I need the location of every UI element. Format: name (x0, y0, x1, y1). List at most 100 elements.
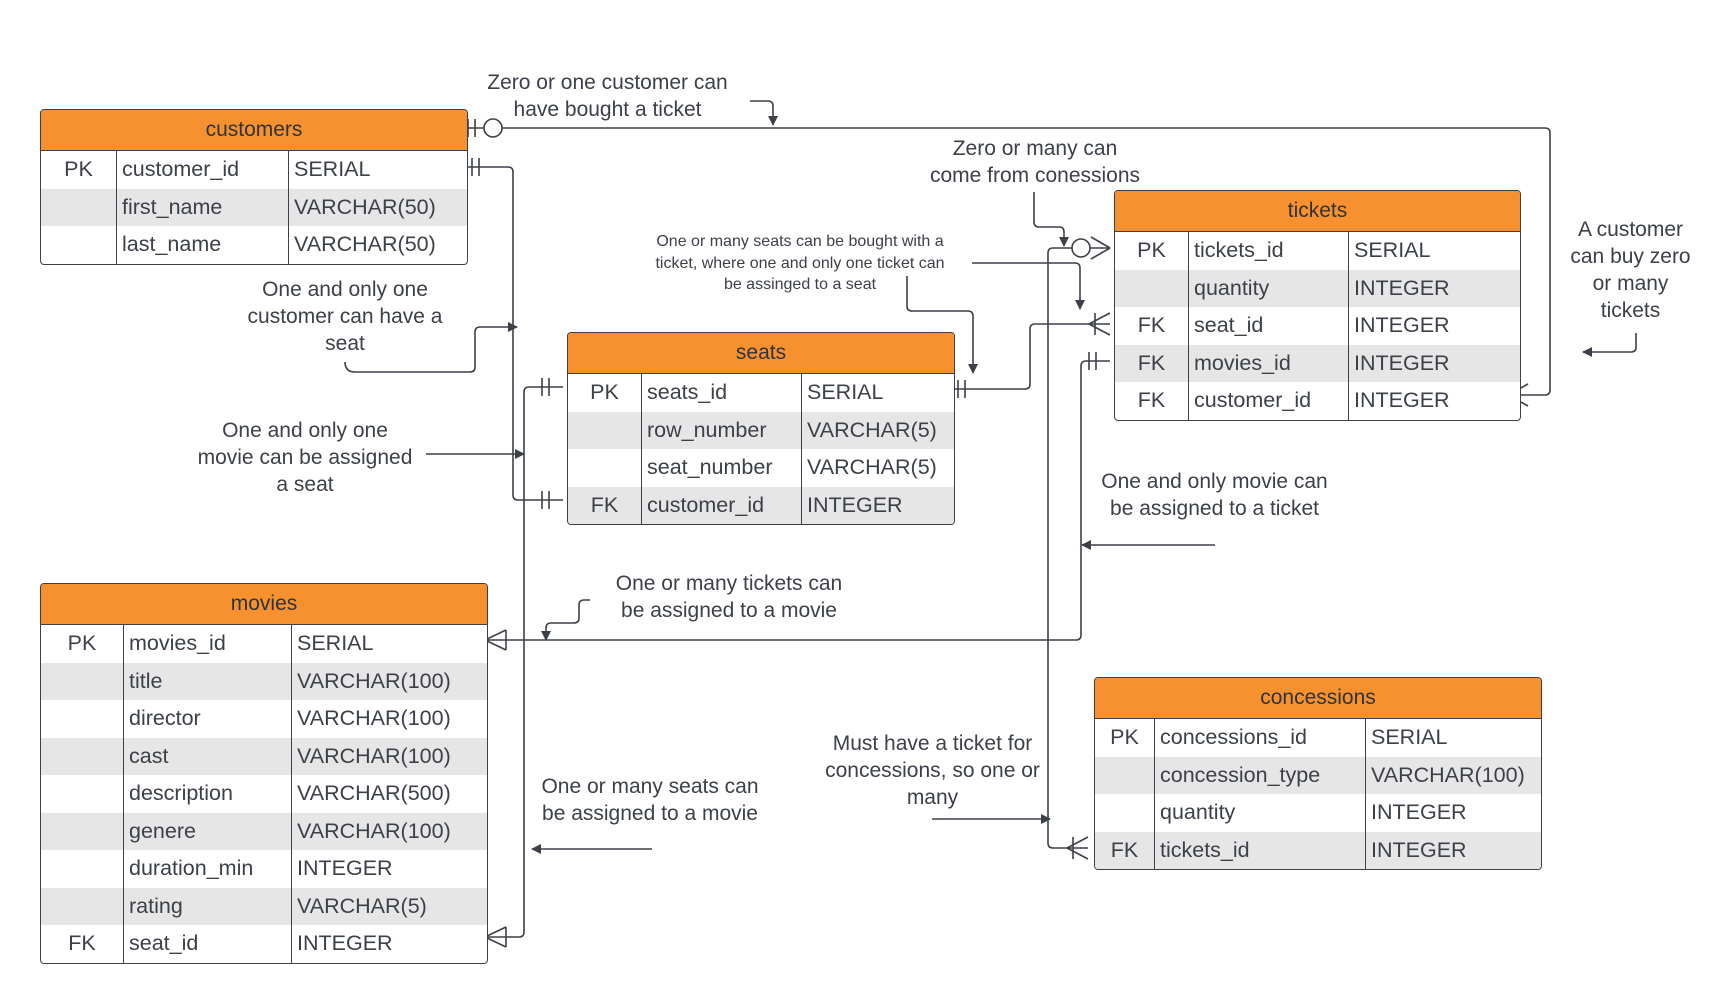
field-type: VARCHAR(5) (807, 455, 937, 480)
field-name: description (124, 775, 292, 813)
field-name: rating (124, 887, 292, 925)
field-type: VARCHAR(100) (1371, 762, 1525, 787)
key-cell (41, 662, 124, 700)
pointer-tickets-movie (541, 599, 590, 641)
one-or-many-marker-concessions-fk (1066, 836, 1089, 860)
field-name: title (124, 662, 292, 700)
field-name: duration_min (124, 850, 292, 888)
field-name: customer_id (117, 151, 289, 189)
key-cell: PK (1095, 719, 1155, 757)
field-type: INTEGER (297, 856, 393, 881)
tickets-table-header: tickets (1115, 191, 1520, 232)
key-cell (41, 850, 124, 888)
customers-table-header: customers (41, 110, 467, 151)
note-movie-ticket: One and only movie can be assigned to a … (1101, 470, 1328, 520)
field-name: director (124, 700, 292, 738)
key-cell (1095, 756, 1155, 794)
one-and-only-one-marker-customers (471, 158, 480, 176)
field-name: quantity (1189, 269, 1349, 307)
key-cell (1095, 794, 1155, 832)
field-name: customer_id (1189, 382, 1349, 420)
pointer-customer-buys (1582, 333, 1637, 357)
key-cell (41, 737, 124, 775)
field-name: seats_id (642, 374, 802, 412)
field-name: cast (124, 737, 292, 775)
key-cell (41, 188, 117, 226)
key-cell: FK (1115, 382, 1189, 420)
note-customer-ticket: Zero or one customer can have bought a t… (487, 71, 728, 121)
field-type: VARCHAR(100) (297, 743, 451, 768)
field-type: INTEGER (1354, 350, 1450, 375)
field-name: genere (124, 812, 292, 850)
field-type: INTEGER (1354, 313, 1450, 338)
pointer-customer-ticket (750, 100, 778, 126)
rel-seats-tickets (950, 323, 1110, 390)
key-cell: FK (568, 486, 642, 524)
field-type: INTEGER (1371, 800, 1467, 825)
key-cell (41, 887, 124, 925)
key-cell (41, 700, 124, 738)
note-ticket-concessions: Must have a ticket for concessions, so o… (825, 732, 1040, 809)
field-type: VARCHAR(5) (807, 417, 937, 442)
note-customer-seat: One and only one customer can have a sea… (247, 278, 443, 355)
field-name: seat_id (1189, 307, 1349, 345)
field-name: concessions_id (1155, 719, 1366, 757)
field-type: SERIAL (294, 157, 371, 182)
field-type: VARCHAR(5) (297, 893, 427, 918)
key-cell (568, 449, 642, 487)
key-cell: FK (41, 925, 124, 963)
field-name: movies_id (1189, 344, 1349, 382)
one-and-only-one-marker-seats-right (957, 380, 966, 398)
key-cell (41, 775, 124, 813)
key-cell (1115, 269, 1189, 307)
field-type: INTEGER (1371, 837, 1467, 862)
field-name: tickets_id (1189, 232, 1349, 270)
note-seats-ticket: One or many seats can be bought with a t… (655, 233, 945, 293)
key-cell: PK (41, 151, 117, 189)
pointer-seats-ticket-1 (972, 262, 1085, 310)
field-type: VARCHAR(100) (297, 818, 451, 843)
field-name: quantity (1155, 794, 1366, 832)
concessions-table-header: concessions (1095, 678, 1541, 719)
field-type: VARCHAR(100) (297, 668, 451, 693)
key-cell: PK (41, 625, 124, 663)
key-cell: FK (1115, 307, 1189, 345)
rel-tickets-concessions (1047, 247, 1110, 849)
one-and-only-one-marker-seats-fk (541, 491, 550, 509)
field-name: movies_id (124, 625, 292, 663)
rel-movies-tickets (485, 360, 1110, 641)
rel-customers-tickets (462, 127, 1551, 396)
movies-table-header: movies (41, 584, 487, 625)
field-type: SERIAL (1354, 238, 1431, 263)
field-name: row_number (642, 411, 802, 449)
field-type: SERIAL (297, 631, 374, 656)
field-type: VARCHAR(50) (294, 194, 436, 219)
pointer-concessions-from (1033, 192, 1069, 247)
note-seats-movie: One or many seats can be assigned to a m… (541, 775, 759, 825)
one-or-many-marker-tickets-seat (1088, 312, 1111, 336)
rel-seats-movies (485, 386, 563, 938)
note-customer-buys: A customer can buy zero or many tickets (1570, 218, 1691, 322)
rel-customers-seats (462, 166, 563, 501)
